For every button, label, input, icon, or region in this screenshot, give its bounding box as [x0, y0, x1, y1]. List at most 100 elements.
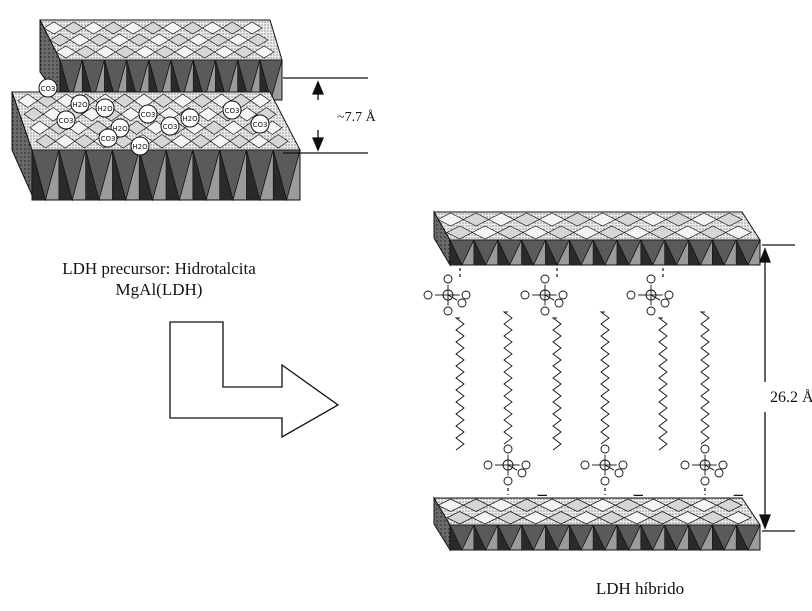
octahedron [227, 33, 249, 47]
alkyl-chain [699, 311, 710, 445]
octahedron [134, 45, 156, 59]
oxygen-atom [554, 298, 564, 308]
octahedron-face [112, 149, 127, 201]
alkyl-chain [502, 311, 513, 445]
octahedron [538, 498, 566, 512]
ion-molecule [130, 136, 150, 156]
top-layer-octahedra [43, 21, 275, 59]
ion-label: CO3 [41, 85, 56, 93]
octahedron [437, 498, 465, 512]
oxygen-atom [714, 468, 724, 478]
octahedron [221, 21, 243, 35]
sulfonate-group [520, 274, 568, 316]
octahedron [598, 225, 626, 240]
octahedron [462, 498, 490, 512]
ion-label: H2O [97, 105, 113, 113]
octahedron-face [712, 524, 725, 551]
octahedron [268, 134, 289, 149]
octahedron [639, 498, 667, 512]
octahedron-face [521, 239, 534, 266]
octahedron [17, 93, 38, 108]
octahedron [69, 33, 91, 47]
octahedron-face [712, 239, 725, 266]
octahedron [446, 511, 474, 525]
octahedron [29, 120, 50, 135]
oxygen-atom [646, 306, 656, 316]
octahedron-face [688, 239, 701, 266]
octahedron [94, 45, 117, 59]
octahedron [182, 21, 204, 35]
oxygen-atom [503, 476, 513, 486]
octahedron [148, 33, 170, 47]
ion-label: H2O [112, 125, 128, 133]
ion-molecule [180, 108, 200, 128]
octahedron [128, 33, 150, 47]
octahedron [191, 93, 213, 108]
precursor-spacing-marker [283, 77, 368, 154]
ion-label: H2O [132, 143, 148, 151]
octahedron [151, 134, 173, 149]
hybrid-top-front-teeth [449, 239, 761, 266]
octahedron [63, 21, 85, 35]
octahedron [142, 21, 164, 35]
octahedron-face [521, 524, 534, 551]
octahedron [724, 511, 752, 525]
octahedron [248, 134, 270, 149]
octahedron [674, 511, 702, 525]
octahedron [154, 45, 176, 59]
octahedron [74, 134, 95, 149]
octahedron [229, 134, 250, 149]
octahedron [23, 107, 44, 122]
octahedron [437, 212, 465, 227]
alkyl-chain [657, 317, 668, 451]
precursor-caption-line2: MgAl(LDH) [115, 280, 203, 300]
octahedron [724, 225, 752, 240]
octahedron [665, 212, 693, 227]
octahedron [114, 93, 135, 108]
octahedron [213, 45, 236, 59]
ion-molecule [38, 78, 58, 98]
octahedron-face [664, 239, 678, 266]
octahedron [563, 212, 591, 227]
sulfonate-group [483, 444, 531, 486]
ion-molecule [56, 110, 76, 130]
precursor-spacing-label: ~7.7 Å [337, 110, 376, 125]
sulfonate-group [626, 274, 674, 316]
octahedron [513, 212, 541, 227]
octahedron [623, 511, 651, 525]
charge-marks: − − − [536, 486, 745, 504]
octahedron [203, 120, 225, 135]
octahedron [623, 225, 651, 240]
octahedron-face [449, 524, 463, 551]
octahedron [598, 511, 626, 525]
octahedron [648, 511, 676, 525]
octahedron-face [473, 239, 487, 266]
oxygen-atom [517, 468, 527, 478]
ion-label: H2O [182, 115, 198, 123]
oxygen-atom [618, 460, 628, 470]
ion-molecule [70, 94, 90, 114]
octahedron [699, 225, 727, 240]
octahedron [43, 21, 65, 35]
ion-molecule [250, 114, 270, 134]
octahedron [462, 212, 490, 227]
hybrid-layer-top [433, 210, 761, 267]
octahedron-face [735, 239, 749, 266]
oxygen-atom [443, 274, 453, 284]
octahedron [201, 21, 224, 35]
charge-mark: − [632, 486, 645, 504]
oxygen-atom [700, 476, 710, 486]
octahedron [168, 33, 190, 47]
hybrid-top-octahedra [437, 212, 752, 240]
octahedron [114, 45, 136, 59]
octahedron [547, 225, 575, 240]
oxygen-atom [443, 306, 453, 316]
octahedron [496, 225, 524, 240]
octahedron-face [545, 239, 558, 266]
octahedron [446, 225, 474, 240]
octahedron [233, 45, 255, 59]
hybrid-spacing-marker [759, 244, 795, 532]
oxygen-atom [600, 444, 610, 454]
octahedron-face [664, 524, 678, 551]
oxygen-atom [521, 460, 531, 470]
